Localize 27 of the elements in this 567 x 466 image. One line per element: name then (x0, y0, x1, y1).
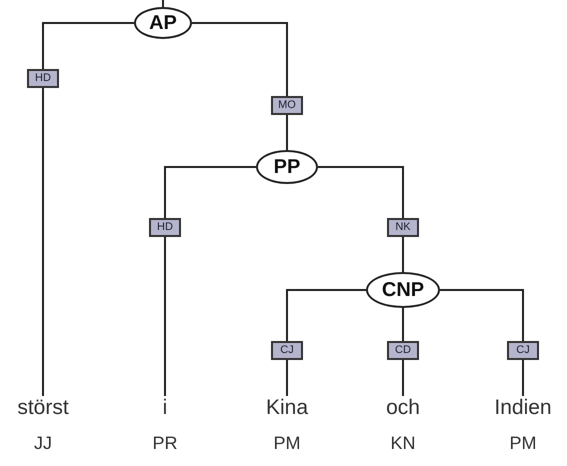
tree-branch (286, 289, 366, 396)
edge-label: HD (27, 68, 59, 88)
edge-label: HD (149, 218, 181, 236)
pos-tag: PR (152, 433, 178, 453)
edge-label: MO (271, 96, 303, 114)
word: Kina (266, 396, 308, 420)
word: och (386, 396, 420, 420)
pos-tag: PM (510, 433, 536, 453)
tree-branch (164, 166, 256, 396)
edge-label: CJ (271, 340, 303, 360)
edge-label: CJ (507, 340, 539, 360)
tree-branch (42, 22, 134, 396)
word: störst (17, 396, 69, 420)
tree-branch (192, 22, 288, 150)
tree-branch (162, 0, 164, 7)
pos-tag: JJ (34, 433, 52, 453)
phrase-node: PP (256, 150, 318, 184)
phrase-node: CNP (366, 272, 440, 308)
pos-tag: PM (274, 433, 300, 453)
tree-branch (318, 166, 404, 272)
phrase-node: AP (134, 7, 192, 39)
word: i (162, 396, 168, 420)
tree-branch (440, 289, 524, 396)
edge-label: CD (387, 340, 419, 360)
pos-tag: KN (390, 433, 416, 453)
edge-label: NK (387, 218, 419, 236)
word: Indien (494, 396, 552, 420)
